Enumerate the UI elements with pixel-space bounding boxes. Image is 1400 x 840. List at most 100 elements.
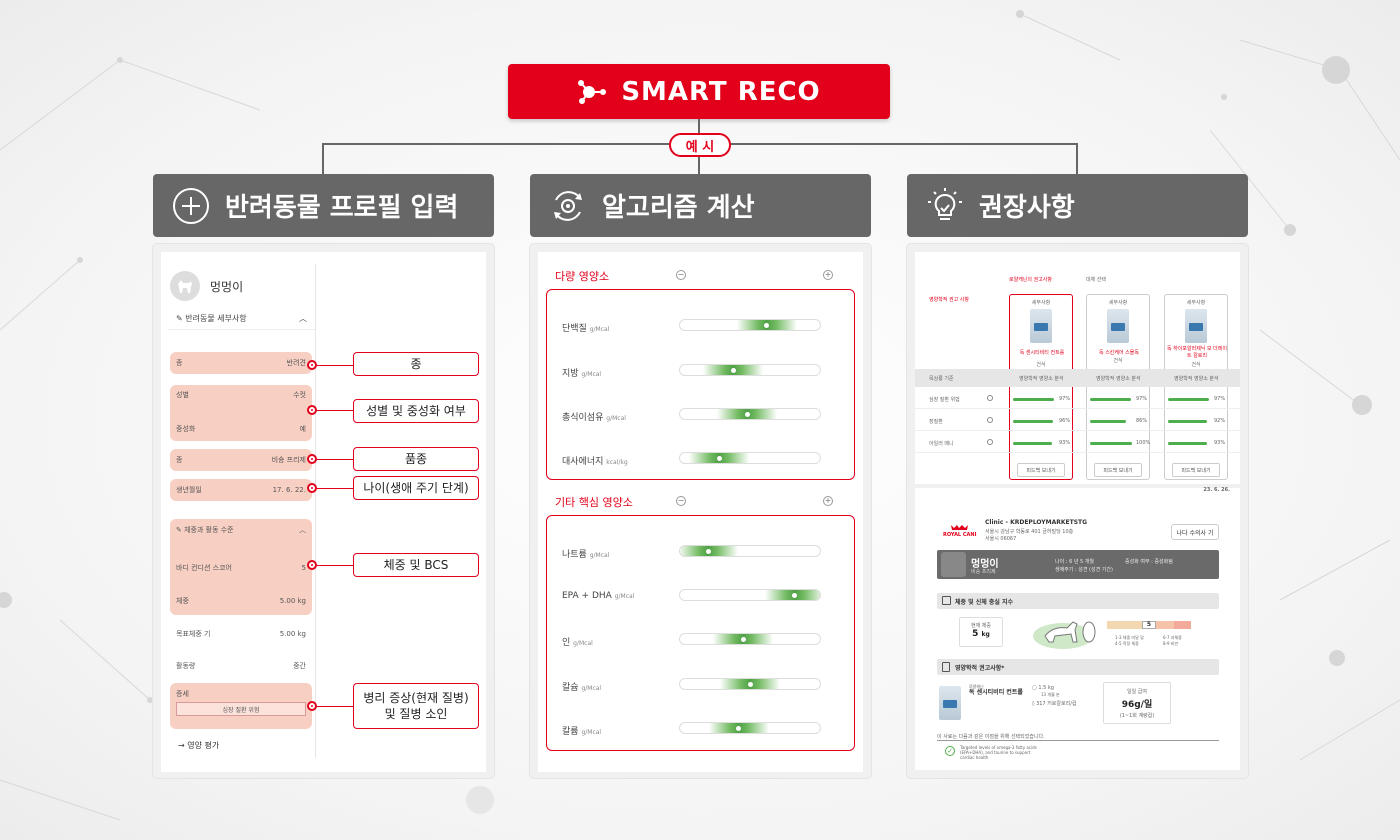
feedback-button[interactable]: 피드백 보내기: [1172, 463, 1220, 477]
other-section-title: 기타 핵심 영양소: [555, 496, 633, 509]
col-head-1: 로얄캐닌의 권고사항: [1009, 277, 1052, 283]
nutrient-range-bar[interactable]: [679, 364, 821, 376]
flame-icon: ◊: [1032, 701, 1037, 707]
nutrient-range-bar[interactable]: [679, 319, 821, 331]
product-card[interactable]: 세부사항 독 스킨케어 스몰독 건식 피드백 보내기: [1086, 294, 1150, 480]
match-percent: 96%: [1059, 418, 1071, 424]
svg-text:ROYAL CANIN: ROYAL CANIN: [943, 532, 977, 537]
callout-breed: 품종: [353, 447, 479, 471]
recommendation-report: 23. 6. 26. ROYAL CANIN Clinic - KRDEPLOY…: [915, 487, 1240, 770]
section-pet-details[interactable]: ✎ 반려동물 세부사항 ︿: [168, 308, 315, 330]
nutrient-value-dot: [792, 593, 798, 598]
check-circle-icon: ✓: [945, 746, 955, 756]
col-head-2: 대체 선택: [1086, 277, 1106, 283]
nutrient-range-bar[interactable]: [679, 678, 821, 690]
connector-middle: [698, 157, 700, 175]
callout-line: [317, 706, 353, 707]
nutrient-value-dot: [736, 726, 742, 731]
connector-vertical: [698, 119, 700, 133]
match-percent: 93%: [1059, 440, 1071, 446]
highlight-species: [170, 352, 312, 374]
nutrient-value-dot: [744, 412, 750, 417]
callout-disease: 병리 증상(현재 질병) 및 질병 소인: [353, 683, 479, 729]
match-percent: 97%: [1214, 396, 1226, 402]
nutrient-value-dot: [764, 323, 770, 328]
highlight-weight: [170, 519, 312, 615]
bag-icon: [942, 662, 950, 672]
nutrient-range-bar[interactable]: [679, 589, 821, 601]
highlight-sex-neuter: [170, 385, 312, 441]
nutrient-label: 단백질 g/Mcal: [562, 324, 610, 334]
match-percent: 93%: [1214, 440, 1226, 446]
nutrient-label: 칼슘 g/Mcal: [562, 683, 602, 693]
product-card[interactable]: 세부사항 독 센시티비티 컨트롤 건식 피드백 보내기: [1009, 294, 1073, 480]
nutrient-range-bar[interactable]: [679, 633, 821, 645]
match-percent: 97%: [1136, 396, 1148, 402]
nutrient-range-bar[interactable]: [679, 408, 821, 420]
column-header-algorithm: 알고리즘 계산: [530, 174, 871, 237]
feedback-button[interactable]: 피드백 보내기: [1017, 463, 1065, 477]
royal-canin-logo: ROYAL CANIN: [941, 522, 981, 538]
minus-circle-icon[interactable]: −: [676, 496, 686, 506]
share-button[interactable]: 나다 수의사 기: [1171, 524, 1219, 540]
info-icon[interactable]: [987, 439, 993, 445]
section-weight-activity[interactable]: ✎ 체중과 활동 수준 ︿: [176, 526, 306, 534]
callout-line: [317, 410, 353, 411]
marker-age: [307, 483, 317, 493]
nutrient-value-dot: [705, 549, 711, 554]
criteria-label: 장질환: [929, 419, 943, 425]
match-bar: [1013, 442, 1052, 445]
highlight-birthdate: [170, 479, 312, 501]
nutrient-value-dot: [716, 456, 722, 461]
row-divider: [915, 430, 1240, 431]
feedback-button[interactable]: 피드백 보내기: [1094, 463, 1142, 477]
match-bar: [1090, 442, 1132, 445]
plus-circle-icon[interactable]: +: [823, 270, 833, 280]
callout-line: [317, 365, 353, 366]
info-icon[interactable]: [987, 417, 993, 423]
column-header-recommendation: 권장사항: [907, 174, 1248, 237]
info-icon[interactable]: [987, 395, 993, 401]
disease-tag[interactable]: 심장 질환 위험: [176, 702, 306, 716]
minus-circle-icon[interactable]: −: [676, 270, 686, 280]
connector-left: [322, 143, 324, 175]
callout-species: 종: [353, 352, 479, 376]
match-bar: [1090, 420, 1126, 423]
nutrient-label: 대사에너지 kcal/kg: [562, 457, 628, 467]
smart-reco-header: SMART RECO: [508, 64, 890, 119]
pet-header: 멍멍이: [168, 264, 315, 304]
nutrient-label: 칼륨 g/Mcal: [562, 727, 602, 737]
row-divider: [915, 452, 1240, 453]
dog-avatar-icon: [941, 552, 966, 577]
plus-circle-icon[interactable]: +: [823, 496, 833, 506]
dog-avatar-icon: [170, 271, 200, 301]
nutrient-value-dot: [730, 368, 736, 373]
next-link[interactable]: → 영양 평가: [178, 741, 220, 750]
recommendation-comparison: 영양학적 권고 사항 로얄캐닌의 권고사항 대체 선택 세부사항 독 센시티비티…: [915, 252, 1240, 484]
chevron-up-icon: ︿: [299, 526, 306, 534]
criteria-label: 아일러 매니: [929, 441, 954, 447]
match-bar: [1168, 442, 1207, 445]
nutrient-range-bar[interactable]: [679, 545, 821, 557]
current-weight-box: 현재 체중 5 kg: [959, 617, 1003, 647]
lightbulb-icon: [925, 186, 965, 226]
row-divider: [915, 408, 1240, 409]
scale-icon: [942, 596, 951, 605]
callout-line: [317, 565, 353, 566]
nutrient-range-bar[interactable]: [679, 452, 821, 464]
nutrient-range-bar[interactable]: [679, 722, 821, 734]
connector-right: [1076, 143, 1078, 175]
match-bar: [1168, 398, 1209, 401]
product-card[interactable]: 세부사항 독 하이포알러제닉 모 더레이트 칼로리 건식 피드백 보내기: [1164, 294, 1228, 480]
pencil-icon: ✎: [176, 526, 185, 534]
